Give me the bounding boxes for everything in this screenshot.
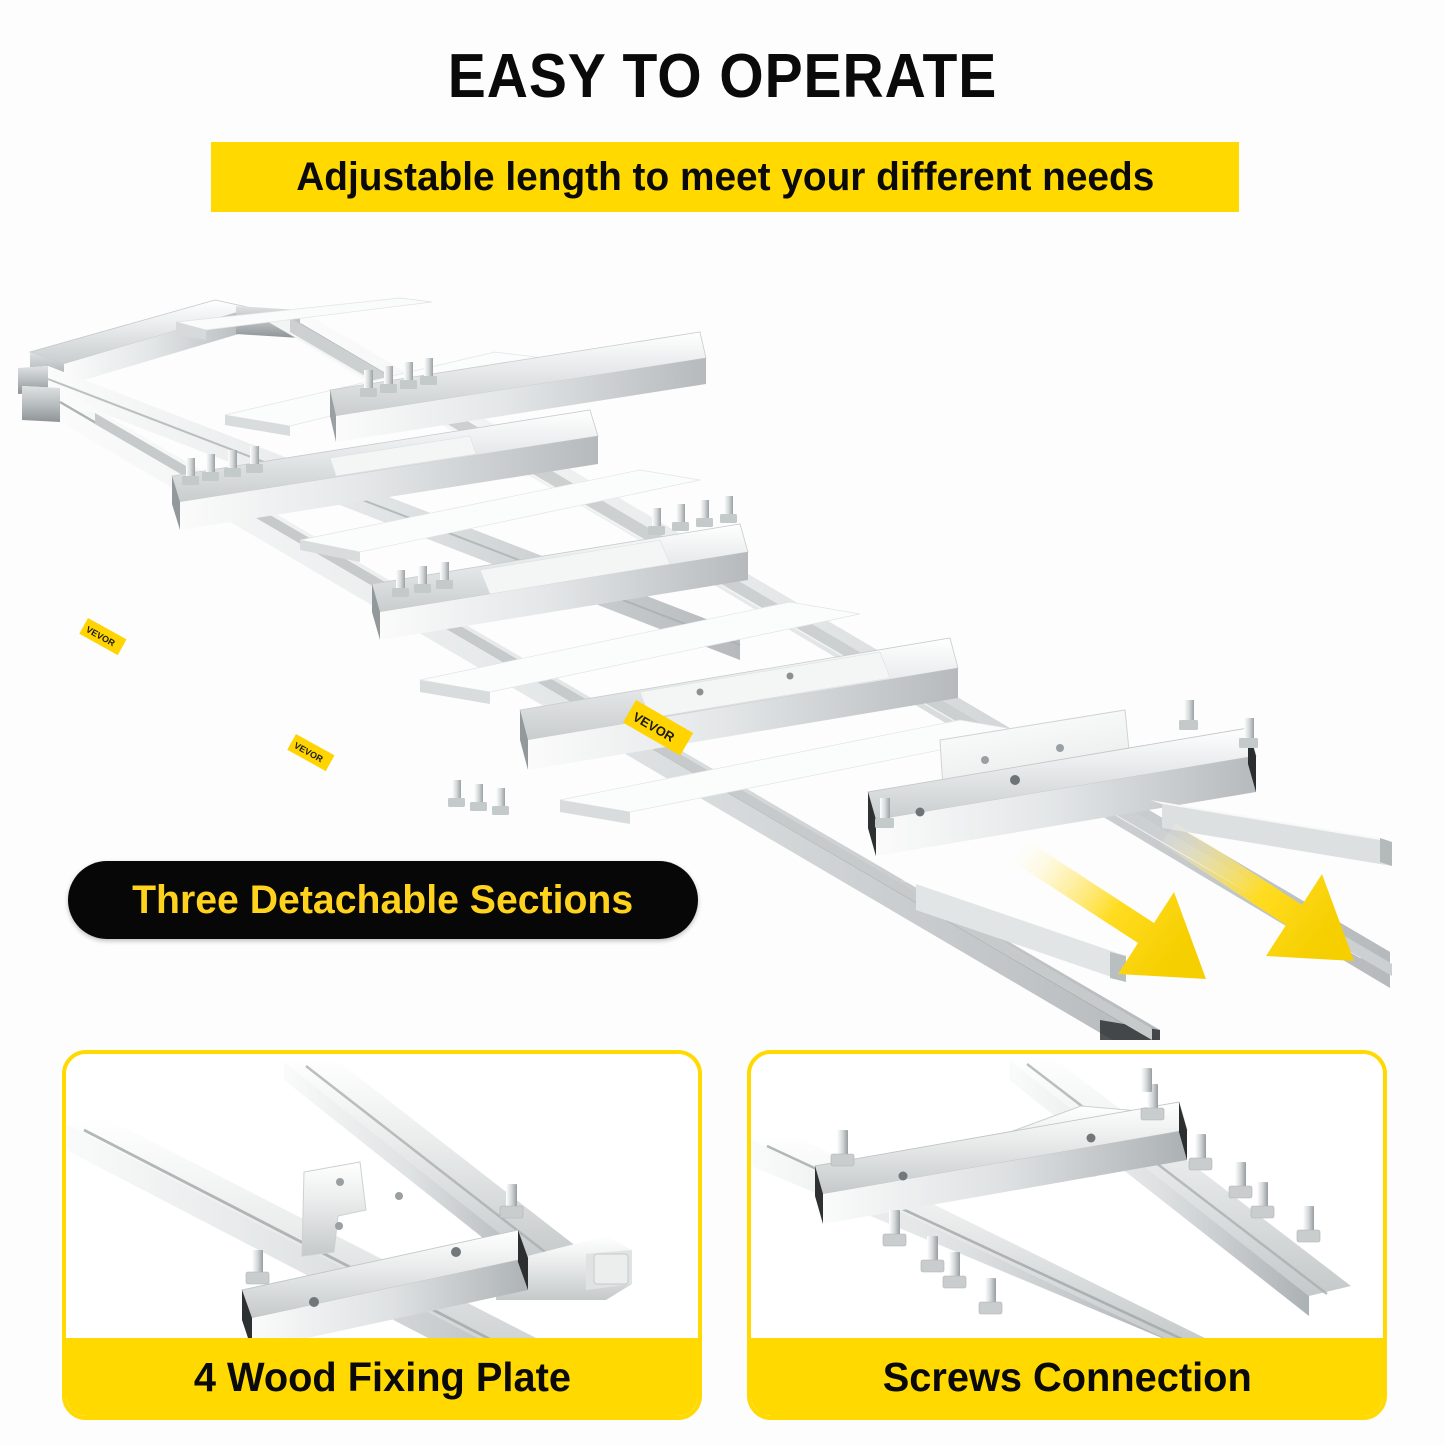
bolt-bracket-right <box>1141 1068 1152 1092</box>
wood-fixing-plate <box>301 1161 403 1257</box>
feature-panel-left-caption: 4 Wood Fixing Plate <box>66 1338 698 1416</box>
cross-bracket-bar <box>241 1229 529 1346</box>
ladder-plate-b <box>299 469 701 562</box>
bolt-cluster-right-top <box>648 496 737 535</box>
ladder-plate-c <box>419 601 861 704</box>
feature-panel-right-caption: Screws Connection <box>751 1338 1383 1416</box>
subheadline-banner: Adjustable length to meet your different… <box>211 142 1239 212</box>
feature-panel-right-image <box>751 1054 1383 1346</box>
bolt-cluster-middle <box>182 446 263 485</box>
screws-connection-illustration <box>751 1056 1351 1346</box>
extend-direction-arrow-1 <box>1012 841 1206 979</box>
rail-extend-right-far <box>1150 800 1392 866</box>
feature-panel-wood-fixing-plate: 4 Wood Fixing Plate <box>62 1050 702 1420</box>
hero-product-image: VEVOR VEVOR VEVOR <box>0 240 1445 1040</box>
extend-direction-arrow-2 <box>1160 823 1354 961</box>
screw-row-far <box>1140 1084 1321 1243</box>
wood-fixing-plate-illustration <box>66 1058 632 1346</box>
status-badge-label: Three Detachable Sections <box>132 878 634 922</box>
feature-panel-screws-connection: Screws Connection <box>747 1050 1387 1420</box>
page-title: EASY TO OPERATE <box>447 42 998 111</box>
brand-label-1: VEVOR <box>79 617 127 656</box>
feature-panel-right-caption-text: Screws Connection <box>882 1353 1252 1400</box>
bolt-cluster-upper <box>360 358 437 397</box>
rail-square-tube-end <box>496 1236 632 1300</box>
cross-member-middle <box>171 409 599 530</box>
status-badge: Three Detachable Sections <box>68 861 698 939</box>
bolt-right <box>499 1184 524 1219</box>
cross-member-upper <box>329 331 707 442</box>
feature-panel-left-image <box>66 1054 698 1346</box>
cross-member-right-end <box>867 709 1257 856</box>
cross-bracket-bar <box>814 1101 1188 1224</box>
cross-plate-1 <box>175 297 433 340</box>
bolt-cluster-center <box>392 562 453 597</box>
subheadline-text: Adjustable length to meet your different… <box>295 155 1155 199</box>
bolt-left <box>245 1250 270 1285</box>
bolt-cluster-right-end <box>875 700 1258 828</box>
bolt-cluster-lower <box>448 780 509 815</box>
cross-member-center <box>371 523 749 640</box>
screw-row-near <box>882 1210 1003 1315</box>
brand-label-2: VEVOR <box>287 734 335 772</box>
bolt-bracket-left <box>830 1130 855 1167</box>
rail-extend-right-near <box>900 880 1126 982</box>
product-illustration: VEVOR VEVOR VEVOR <box>18 297 1392 1040</box>
feature-panel-left-caption-text: 4 Wood Fixing Plate <box>193 1353 571 1400</box>
